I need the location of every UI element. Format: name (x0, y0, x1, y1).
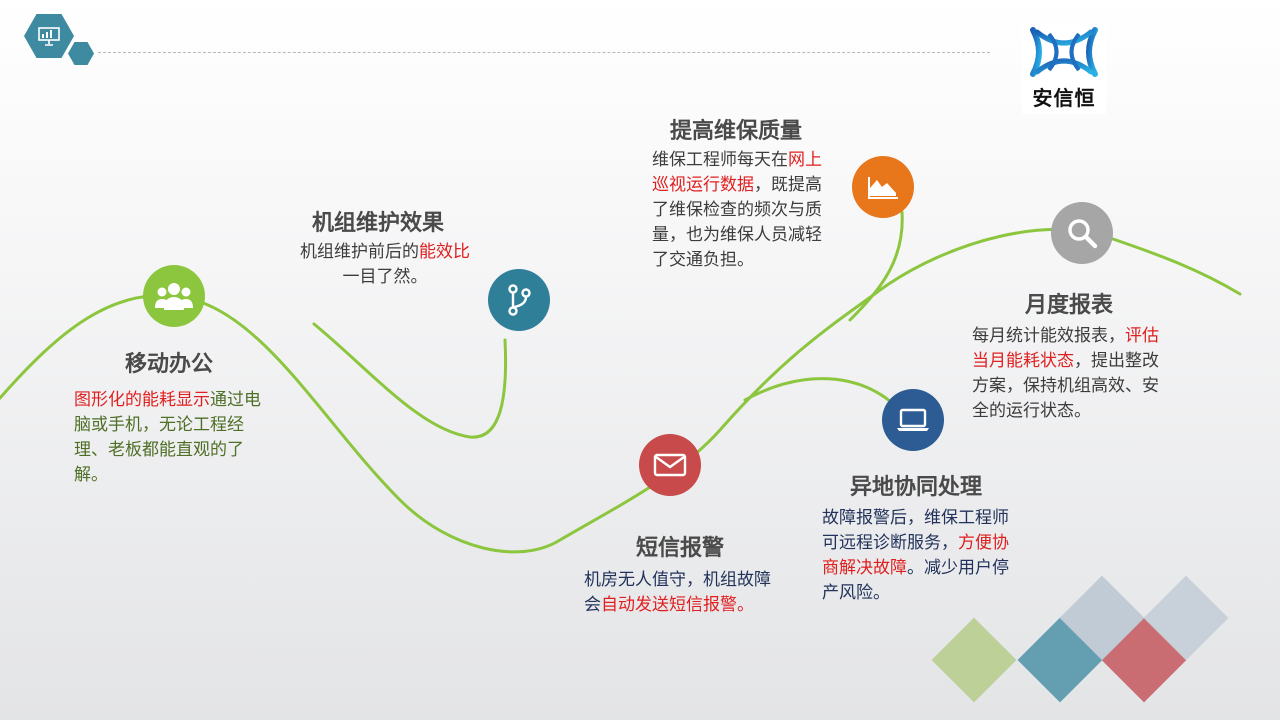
desc-highlight: 能效比 (419, 242, 470, 262)
search-icon (1068, 219, 1098, 249)
desc-highlight: 方便协商解决故障 (822, 533, 1009, 578)
desc-text: ，既提高了维保检查的频次与质量，也为维保人员减轻了交通负担。 (652, 175, 822, 270)
header-badge-small-hex (68, 42, 94, 65)
title-maintenance-effect: 机组维护效果 (312, 211, 445, 236)
node-sms-alarm (639, 434, 701, 496)
desc-text: 通过电脑或手机，无论工程经理、老板都能直观的了解。 (74, 390, 261, 485)
node-quality (852, 156, 914, 218)
envelope-icon (653, 453, 687, 477)
desc-highlight: 自动发送短信报警。 (601, 595, 754, 615)
desc-monthly-report: 每月统计能效报表，评估当月能耗状态，提出整改方案，保持机组高效、安全的运行状态。 (972, 324, 1168, 424)
presentation-board-icon (38, 27, 60, 46)
title-quality: 提高维保质量 (670, 119, 803, 144)
desc-text: 维保工程师每天在 (652, 150, 788, 170)
node-maintenance-effect (488, 269, 550, 331)
desc-text: 故障报警后，维保工程师可远程诊断服务， (822, 508, 1009, 553)
area-chart-icon (868, 177, 898, 199)
desc-text: 机房无人值守，机组故障会 (584, 570, 771, 615)
node-mobile-office (143, 265, 205, 327)
interlocking-ribbon-logo (1030, 27, 1098, 77)
laptop-icon (897, 408, 929, 431)
title-sms-alarm: 短信报警 (636, 536, 725, 561)
logo-name: 安信恒 (1032, 86, 1096, 110)
node-monthly-report (1051, 202, 1113, 264)
title-remote: 异地协同处理 (850, 475, 983, 500)
desc-text: 一目了然。 (342, 267, 428, 287)
desc-sms-alarm: 机房无人值守，机组故障会自动发送短信报警。 (584, 568, 784, 618)
desc-highlight: 评估当月能耗状态 (972, 326, 1159, 371)
desc-quality: 维保工程师每天在网上巡视运行数据，既提高了维保检查的频次与质量，也为维保人员减轻… (652, 148, 830, 273)
title-monthly-report: 月度报表 (1025, 293, 1114, 318)
desc-text: ，提出整改方案，保持机组高效、安全的运行状态。 (972, 351, 1159, 421)
desc-text: 。减少用户停产风险。 (822, 558, 1009, 603)
header-dashed-rule (98, 52, 990, 53)
node-remote (882, 389, 944, 451)
desc-text: 机组维护前后的 (300, 242, 419, 262)
desc-mobile-office: 图形化的能耗显示通过电脑或手机，无论工程经理、老板都能直观的了解。 (74, 388, 270, 488)
branch-icon (508, 284, 531, 316)
desc-maintenance-effect: 机组维护前后的能效比一目了然。 (296, 240, 474, 290)
title-mobile-office: 移动办公 (125, 352, 214, 377)
desc-highlight: 网上巡视运行数据 (652, 150, 822, 195)
desc-remote: 故障报警后，维保工程师可远程诊断服务，方便协商解决故障。减少用户停产风险。 (822, 506, 1018, 606)
users-icon (155, 283, 193, 310)
company-logo: 安信恒 (1022, 24, 1106, 114)
desc-text: 每月统计能效报表， (972, 326, 1125, 346)
desc-highlight: 图形化的能耗显示 (74, 390, 210, 410)
